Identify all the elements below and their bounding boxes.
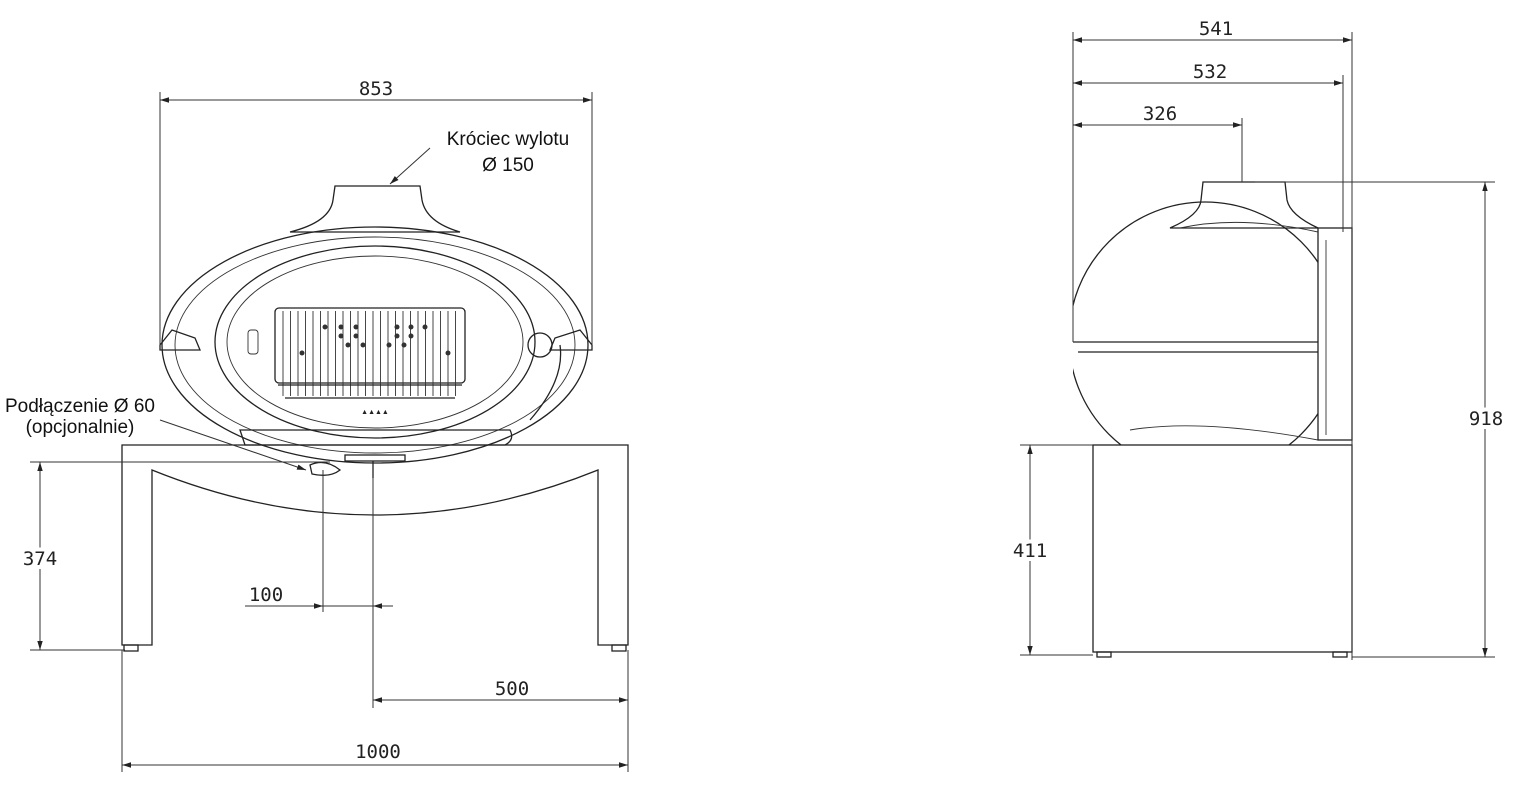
grate-bars [282,311,456,396]
stove-body: ▲▲▲▲ [159,185,593,478]
grate-air-hole [338,333,344,339]
grate-air-hole [353,324,359,330]
grate-air-hole [408,333,414,339]
grate-air-hole [345,342,351,348]
grate-air-hole [422,324,428,330]
connection-optional-label: (opcjonalnie) [26,417,135,438]
grate-air-hole [401,342,407,348]
dimension-532: 532 [1193,61,1227,83]
grate-air-hole [353,333,359,339]
brand-logo: ▲▲▲▲ [361,409,389,416]
dimension-326: 326 [1143,103,1177,125]
grate-air-hole [338,324,344,330]
stove-sphere [1073,181,1353,445]
grate-air-hole [360,342,366,348]
grate-air-hole [445,350,451,356]
outlet-label: Króciec wylotu [447,129,570,150]
grate-air-hole [386,342,392,348]
front-view: ▲▲▲▲ 853 Króciec wylotu Ø 150 Podłączeni… [5,78,629,772]
grate-air-hole [394,324,400,330]
dimension-853: 853 [359,78,393,100]
side-view: 541 532 326 918 411 [1009,18,1507,660]
stand-foot-left [123,644,139,652]
side-flue-outlet [1169,181,1319,229]
outlet-diameter-label: Ø 150 [482,155,534,176]
grate-air-hole [394,333,400,339]
stand [121,444,629,646]
stand-foot-right [611,644,627,652]
grate-air-hole [299,350,305,356]
dimension-411: 411 [1013,540,1047,562]
dimension-541: 541 [1199,18,1233,40]
flue-outlet [289,185,461,233]
connection-label: Podłączenie Ø 60 [5,396,155,417]
connection-port [309,461,342,476]
dimension-374: 374 [23,548,57,570]
dimension-1000: 1000 [355,741,401,763]
base-box [1092,444,1353,653]
grate-air-hole [408,324,414,330]
outlet-leader [389,147,431,185]
fire-window-grate [274,307,466,384]
dimension-500: 500 [495,678,529,700]
grate-air-hole [322,324,328,330]
dimension-100: 100 [249,584,283,606]
dimension-918: 918 [1469,408,1503,430]
